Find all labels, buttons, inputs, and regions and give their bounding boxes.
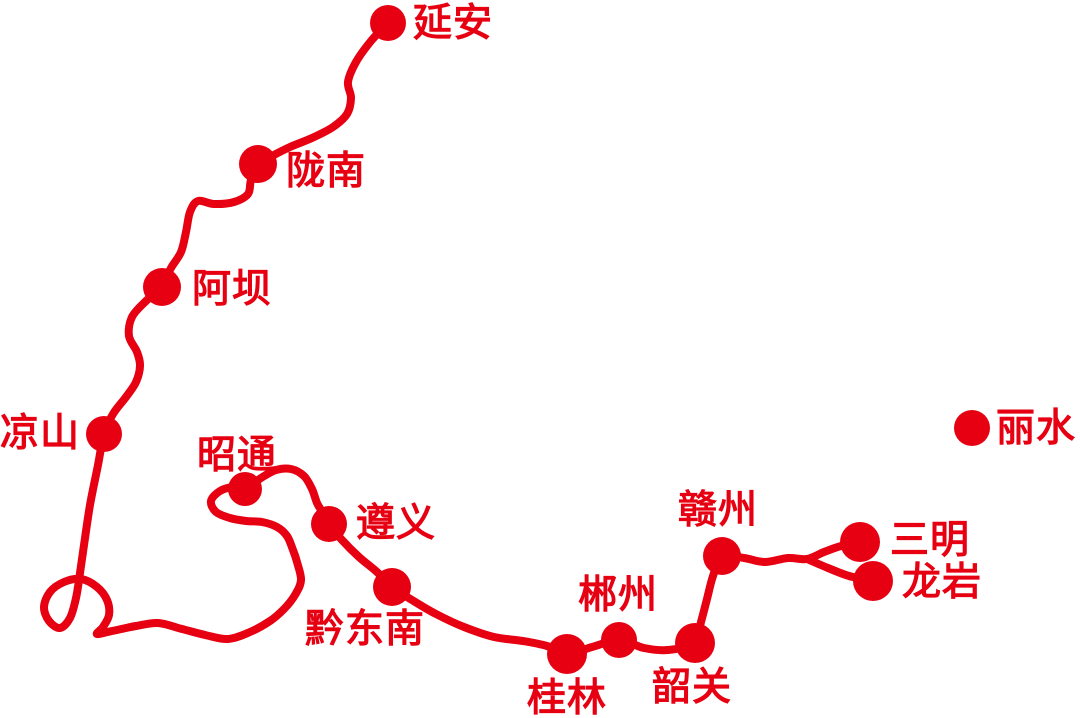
city-label-yanan: 延安 bbox=[413, 2, 494, 45]
city-dot-qiandongnan bbox=[373, 568, 411, 606]
city-label-chenzhou: 郴州 bbox=[578, 574, 659, 617]
city-dot-liangshan bbox=[86, 416, 122, 452]
city-label-sanming: 三明 bbox=[890, 519, 971, 562]
city-label-zunyi: 遵义 bbox=[356, 502, 437, 545]
city-dot-zhaotong bbox=[228, 472, 262, 506]
city-dot-guilin bbox=[547, 634, 587, 674]
city-label-longyan: 龙岩 bbox=[902, 561, 983, 604]
city-label-aba: 阿坝 bbox=[192, 268, 273, 311]
city-dot-yanan bbox=[370, 5, 406, 41]
city-label-zhaotong: 昭通 bbox=[197, 434, 278, 477]
city-label-shaoguan: 韶关 bbox=[652, 666, 733, 709]
city-dot-zunyi bbox=[311, 506, 347, 542]
city-dot-shaoguan bbox=[675, 623, 715, 663]
city-dot-aba bbox=[143, 268, 181, 306]
city-label-ganzhou: 赣州 bbox=[678, 489, 759, 532]
city-dot-sanming bbox=[840, 522, 880, 562]
city-dot-longyan bbox=[853, 561, 893, 601]
city-label-qiandongnan: 黔东南 bbox=[305, 608, 426, 651]
city-dot-ganzhou bbox=[703, 537, 741, 575]
city-label-lishui: 丽水 bbox=[996, 407, 1077, 450]
city-label-liangshan: 凉山 bbox=[0, 412, 81, 455]
route-path-main bbox=[40, 19, 864, 658]
city-label-longnan: 陇南 bbox=[286, 150, 367, 193]
city-dot-lishui bbox=[954, 410, 990, 446]
city-label-guilin: 桂林 bbox=[527, 677, 608, 718]
city-dot-longnan bbox=[239, 145, 277, 183]
city-dot-chenzhou bbox=[601, 622, 637, 658]
